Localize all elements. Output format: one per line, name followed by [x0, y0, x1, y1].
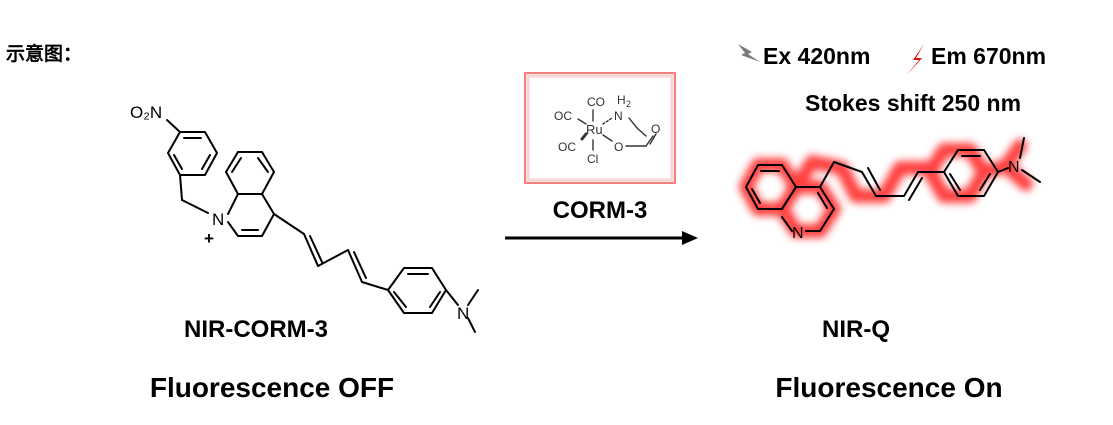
- reactant-dimethylamino-n-label: N: [457, 304, 469, 323]
- stokes-shift-label: Stokes shift 250 nm: [805, 90, 1021, 116]
- product-name: NIR-Q: [822, 316, 890, 343]
- reactant-name: NIR-CORM-3: [184, 316, 328, 343]
- gray-lightning-bolt-icon: [738, 44, 760, 62]
- quinoline-n-label: N: [792, 225, 804, 242]
- product-dimethylamino-n-label: N: [1008, 159, 1020, 176]
- product-structure: [745, 137, 1041, 232]
- emission-label: Em 670nm: [931, 43, 1046, 69]
- corm3-structure: [577, 109, 657, 151]
- corm3-ruthenium: Ru: [586, 122, 603, 137]
- positive-charge-label: +: [204, 229, 214, 248]
- corm3-co-left-top: OC: [554, 109, 572, 123]
- red-lightning-bolt-icon: [906, 44, 924, 76]
- corm3-h2: H: [617, 93, 626, 107]
- corm3-co-left-bottom: OC: [558, 140, 576, 154]
- reaction-arrow: [505, 231, 698, 245]
- reactant-structure: [166, 119, 479, 333]
- reagent-box-glow: [526, 74, 674, 182]
- product-glow: [739, 139, 1033, 238]
- corm3-h2-sub: 2: [626, 99, 631, 109]
- corm3-nh2-n: N: [614, 109, 623, 123]
- excitation-label: Ex 420nm: [763, 43, 870, 69]
- nitro-label: O₂N: [130, 103, 162, 122]
- corm3-chloride: Cl: [587, 152, 598, 166]
- quinolinium-n-label: N: [212, 210, 224, 229]
- reagent-box: [524, 72, 676, 184]
- product-fluorescence-state: Fluorescence On: [775, 372, 1002, 403]
- caption: 示意图：: [6, 42, 82, 65]
- reactant-fluorescence-state: Fluorescence OFF: [150, 372, 394, 403]
- corm3-co-top: CO: [587, 95, 605, 109]
- corm3-o-ring: O: [614, 140, 623, 154]
- reagent-name: CORM-3: [553, 197, 648, 224]
- corm3-o-carbonyl: O: [651, 122, 660, 136]
- reagent-box-frame: [524, 72, 676, 184]
